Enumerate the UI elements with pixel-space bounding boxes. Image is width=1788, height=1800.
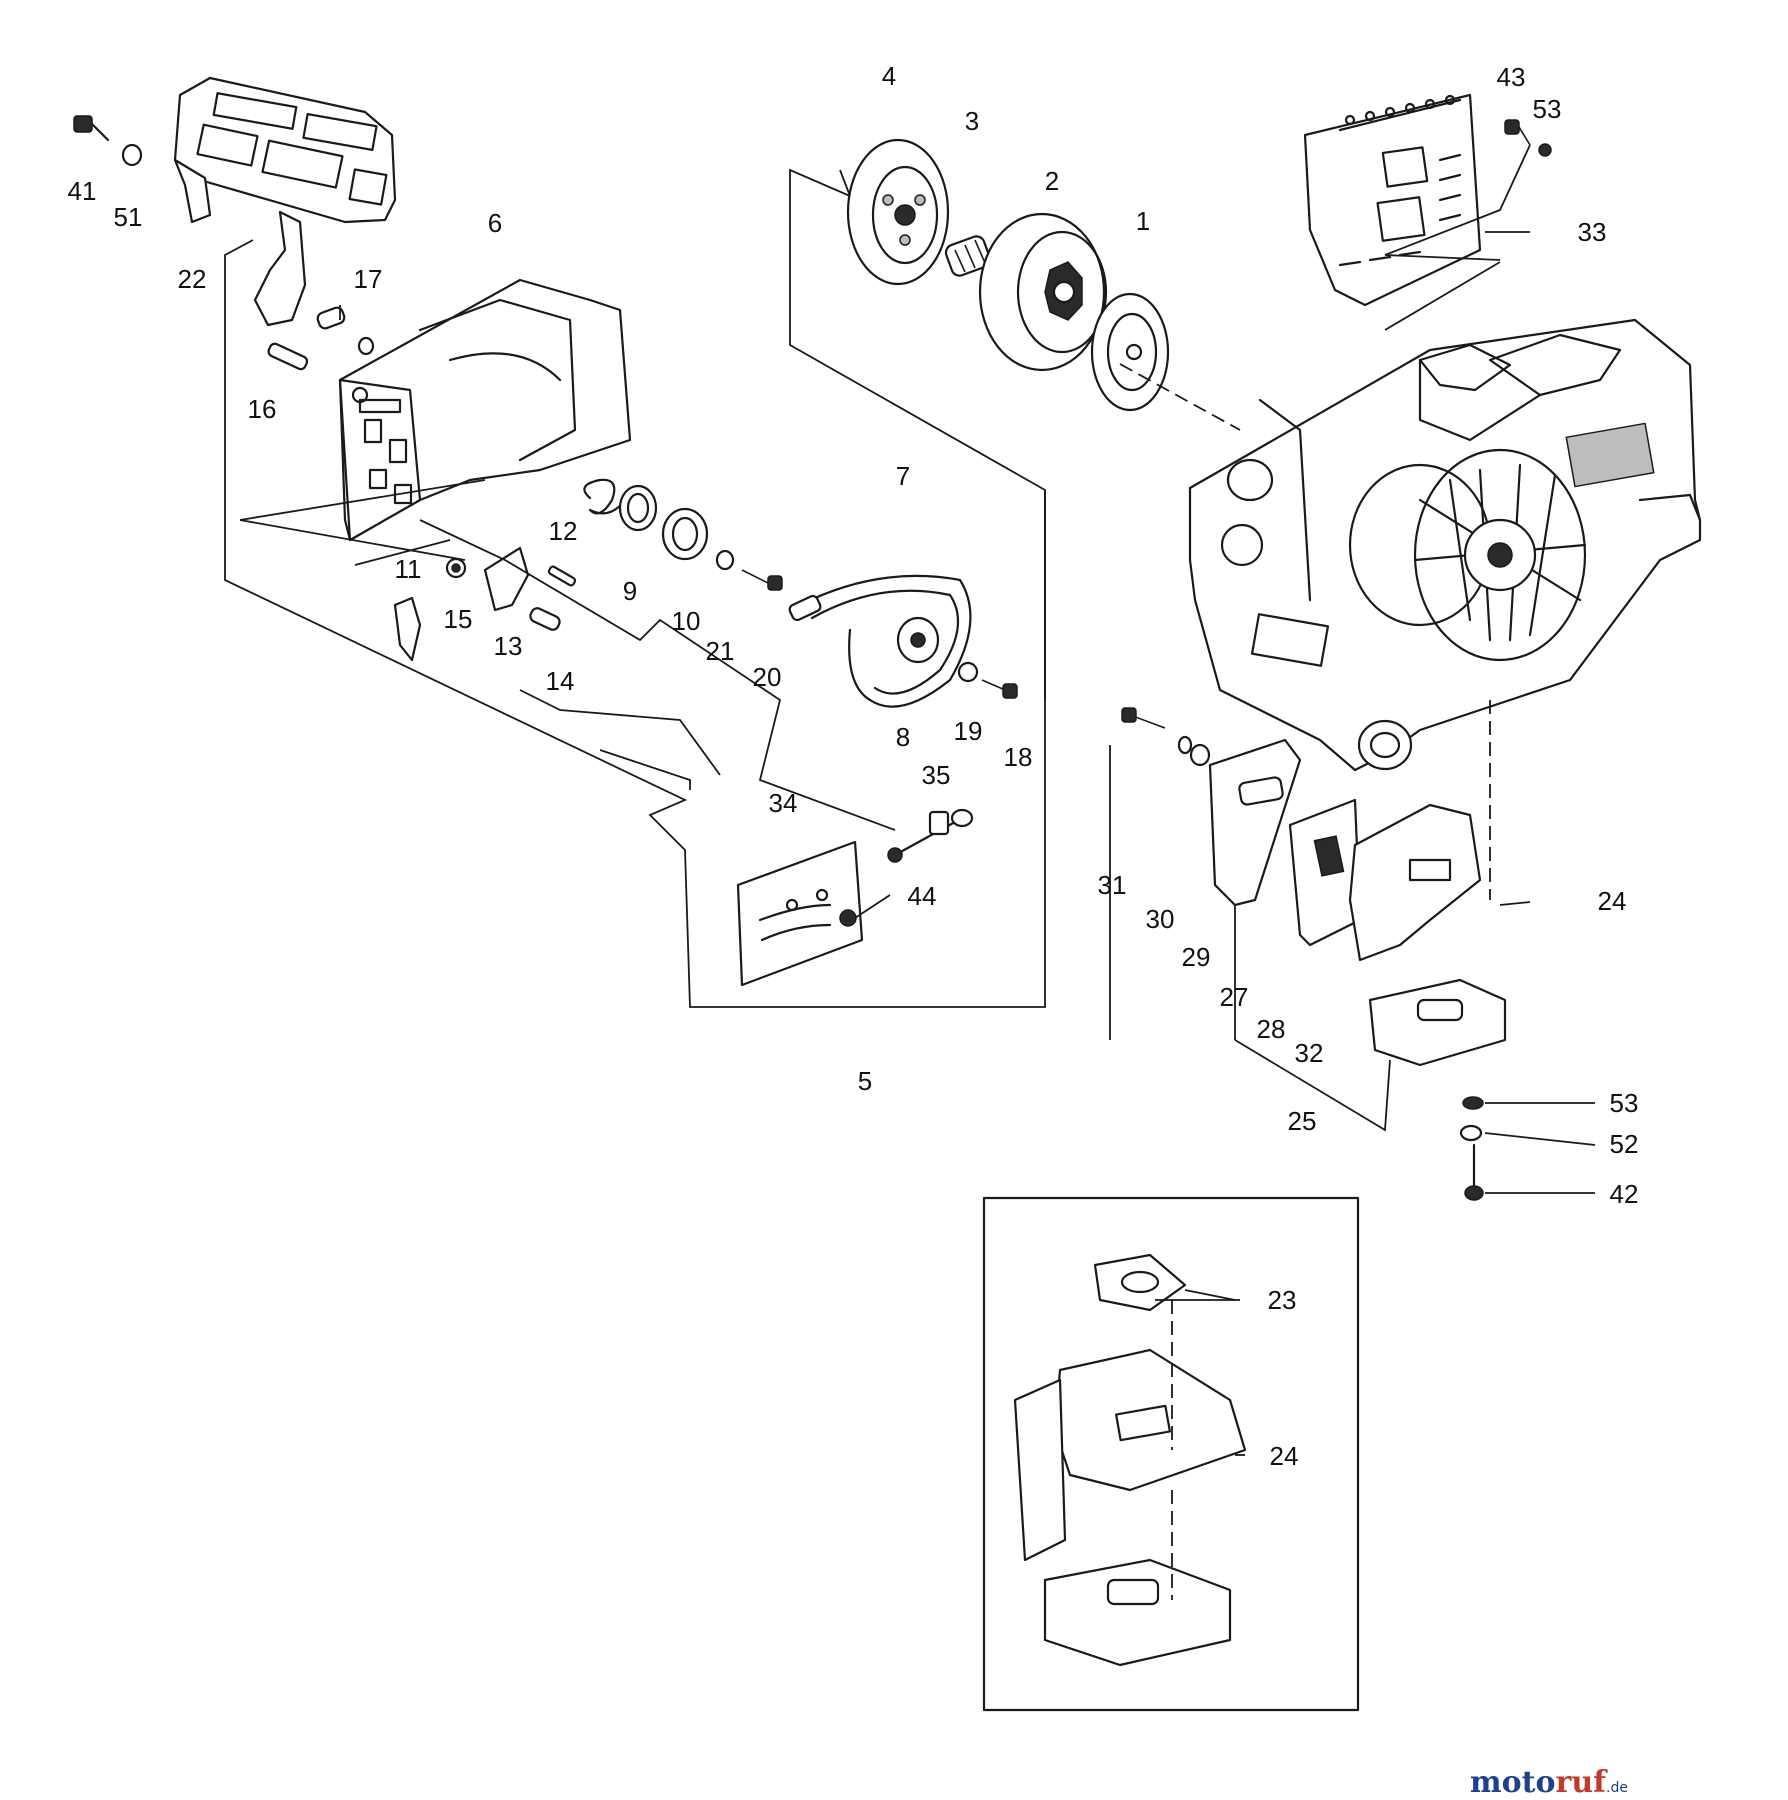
label-16: 16 (248, 394, 277, 424)
label-21: 21 (706, 636, 735, 666)
label-14: 14 (546, 666, 575, 696)
label-31: 31 (1098, 870, 1127, 900)
label-18: 18 (1004, 742, 1033, 772)
label-33: 33 (1578, 217, 1607, 247)
label-2: 2 (1045, 166, 1059, 196)
label-12: 12 (549, 516, 578, 546)
group-bracket-lines (224, 144, 1531, 1132)
brake-band (788, 574, 1018, 708)
label-24-main: 24 (1598, 886, 1627, 916)
label-15: 15 (444, 604, 473, 634)
engine-housing (1188, 318, 1702, 772)
small-parts-left (393, 546, 577, 662)
label-leaders (339, 231, 1596, 1456)
label-6: 6 (488, 208, 502, 238)
label-7: 7 (896, 461, 910, 491)
inset-panel (982, 1196, 1360, 1712)
svg-text:motoruf.de: motoruf.de (1470, 1765, 1628, 1800)
guide-plate (736, 840, 864, 987)
label-1: 1 (1136, 206, 1150, 236)
watermark-part-c: .de (1606, 1780, 1628, 1796)
label-9: 9 (623, 576, 637, 606)
handguard-fasteners (73, 115, 143, 167)
label-4: 4 (882, 61, 896, 91)
label-27: 27 (1220, 982, 1249, 1012)
label-20: 20 (753, 662, 782, 692)
clutch-drum (978, 212, 1108, 372)
sprocket-cover (338, 278, 632, 542)
label-5: 5 (858, 1066, 872, 1096)
label-3: 3 (965, 106, 979, 136)
rear-cover (1303, 93, 1552, 307)
drum-washer (1090, 292, 1170, 412)
label-13: 13 (494, 631, 523, 661)
label-34: 34 (769, 788, 798, 818)
label-51: 51 (114, 202, 143, 232)
chain-adjuster (887, 808, 974, 863)
label-53-bottom: 53 (1610, 1088, 1639, 1118)
label-19: 19 (954, 716, 983, 746)
label-44: 44 (908, 881, 937, 911)
label-22: 22 (178, 264, 207, 294)
label-29: 29 (1182, 942, 1211, 972)
label-25: 25 (1288, 1106, 1317, 1136)
clutch-assembly (846, 138, 950, 286)
brake-lever (253, 210, 375, 371)
watermark-part-a: moto (1470, 1765, 1556, 1800)
muffler-assembly (1121, 700, 1507, 1067)
label-17: 17 (354, 264, 383, 294)
label-23: 23 (1268, 1285, 1297, 1315)
label-24-inset: 24 (1270, 1441, 1299, 1471)
label-10: 10 (672, 606, 701, 636)
label-52: 52 (1610, 1129, 1639, 1159)
label-32: 32 (1295, 1038, 1324, 1068)
label-11: 11 (395, 554, 422, 584)
motoruf-watermark-logo: motoruf.de (1470, 1765, 1628, 1800)
label-41: 41 (68, 176, 97, 206)
watermark-part-b: ruf (1556, 1765, 1609, 1800)
muffler-bolt-set (1459, 1096, 1484, 1201)
brake-spring-parts (583, 478, 783, 591)
label-53-top: 53 (1533, 94, 1562, 124)
needle-bearing (944, 235, 992, 277)
label-43: 43 (1497, 62, 1526, 92)
label-8: 8 (896, 722, 910, 752)
label-42: 42 (1610, 1179, 1639, 1209)
label-30: 30 (1146, 904, 1175, 934)
label-28: 28 (1257, 1014, 1286, 1044)
label-35: 35 (922, 760, 951, 790)
part-labels: 1 2 3 4 5 6 7 8 9 10 11 12 13 14 15 16 1… (68, 61, 1639, 1471)
chain-brake-handguard (173, 76, 397, 224)
